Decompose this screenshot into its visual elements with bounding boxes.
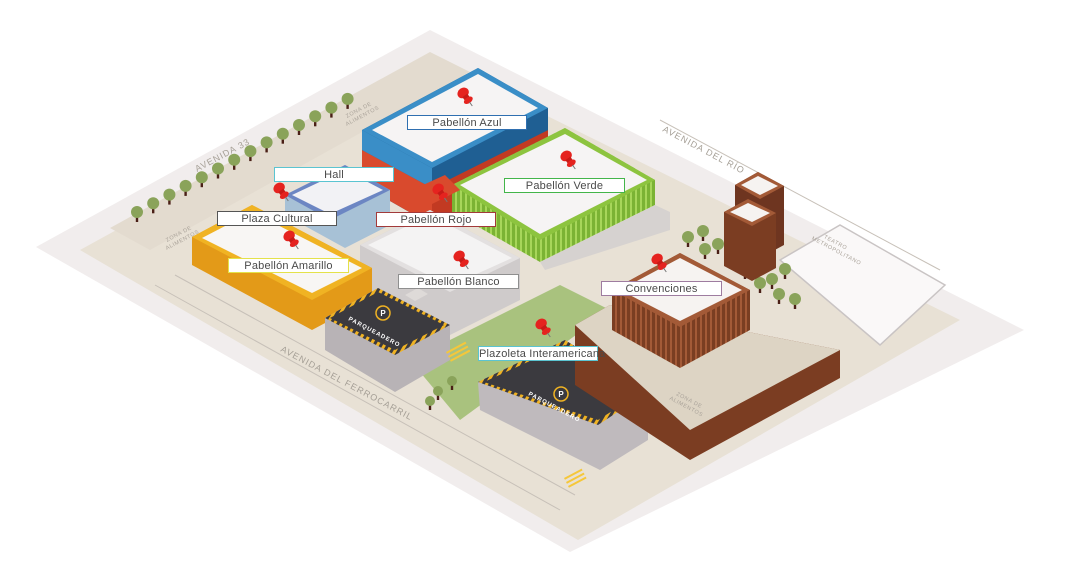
tree-icon bbox=[425, 396, 435, 410]
tree-icon bbox=[779, 263, 791, 279]
tree-icon bbox=[447, 376, 457, 390]
pin-icon[interactable] bbox=[533, 316, 555, 340]
tree-icon bbox=[773, 288, 785, 304]
tree-icon bbox=[699, 243, 711, 259]
tree-icon bbox=[293, 119, 305, 135]
tree-icon bbox=[433, 386, 443, 400]
label-convenciones[interactable]: Convenciones bbox=[601, 281, 722, 296]
tree-icon bbox=[163, 188, 176, 205]
label-pabellon-azul[interactable]: Pabellón Azul bbox=[407, 115, 527, 130]
theater-plaza bbox=[778, 224, 947, 347]
tree-icon bbox=[131, 206, 143, 222]
label-plazoleta-interamericana[interactable]: Plazoleta Interamericana bbox=[478, 346, 606, 361]
street-line bbox=[154, 284, 561, 511]
tree-icon bbox=[260, 136, 273, 153]
pin-icon[interactable] bbox=[281, 228, 303, 252]
label-hall[interactable]: Hall bbox=[274, 167, 394, 182]
pin-icon[interactable] bbox=[455, 85, 477, 109]
tree-icon bbox=[309, 110, 322, 127]
pin-icon[interactable] bbox=[271, 180, 293, 204]
tree-icon bbox=[147, 197, 160, 214]
sidewalk-north bbox=[110, 52, 470, 250]
tree-icon bbox=[276, 127, 289, 144]
pin-icon[interactable] bbox=[649, 251, 671, 275]
label-pabellon-rojo[interactable]: Pabellón Rojo bbox=[376, 212, 496, 227]
parking-symbol: P bbox=[380, 309, 386, 318]
label-pabellon-amarillo[interactable]: Pabellón Amarillo bbox=[228, 258, 349, 273]
pin-icon[interactable] bbox=[558, 148, 580, 172]
label-pabellon-verde[interactable]: Pabellón Verde bbox=[504, 178, 625, 193]
tree-icon bbox=[179, 179, 192, 196]
label-plaza-cultural[interactable]: Plaza Cultural bbox=[217, 211, 337, 226]
parqueadero-1-building[interactable]: P PARQUEADERO bbox=[325, 288, 450, 392]
label-pabellon-blanco[interactable]: Pabellón Blanco bbox=[398, 274, 519, 289]
street-line bbox=[174, 274, 576, 496]
crosswalk bbox=[445, 341, 587, 488]
pin-icon[interactable] bbox=[430, 181, 452, 205]
parking-symbol: P bbox=[558, 390, 564, 399]
tree-icon bbox=[766, 273, 778, 289]
tree-icon bbox=[697, 225, 709, 241]
tree-icon bbox=[195, 171, 208, 188]
tree-icon bbox=[754, 277, 766, 293]
tree-icon bbox=[341, 92, 354, 109]
tree-icon bbox=[228, 153, 241, 170]
tree-icon bbox=[325, 101, 338, 118]
tree-icon bbox=[789, 293, 801, 309]
tree-icon bbox=[682, 231, 694, 247]
street-line bbox=[659, 119, 941, 271]
pin-icon[interactable] bbox=[451, 248, 473, 272]
tree-row bbox=[131, 92, 354, 222]
tree-icon bbox=[212, 162, 224, 179]
tree-icon bbox=[712, 238, 724, 254]
tower bbox=[724, 199, 776, 281]
tree-icon bbox=[244, 145, 257, 162]
